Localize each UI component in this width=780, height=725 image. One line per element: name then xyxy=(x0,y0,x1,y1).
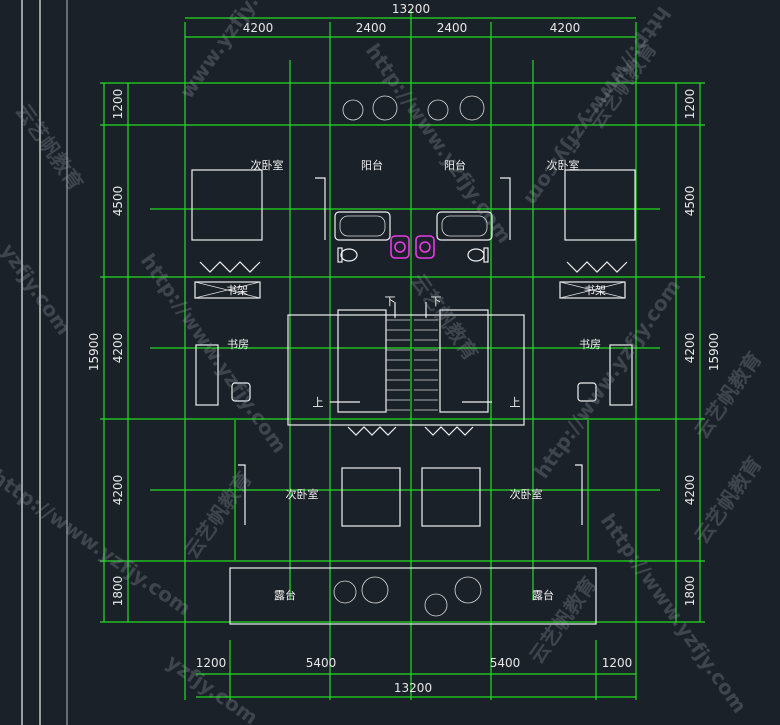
bottom-dimensions: 1200 5400 5400 1200 13200 xyxy=(196,656,633,695)
bottom-dimension-3: 5400 xyxy=(490,656,521,670)
label-bookshelf-right: 书架 xyxy=(584,284,606,297)
right-dimension-1: 1200 xyxy=(683,89,697,120)
label-study-left: 书房 xyxy=(227,338,249,351)
watermark: http://www.yzfjy.com xyxy=(136,249,292,457)
left-total-dimension: 15900 xyxy=(87,333,101,371)
stair-up-left: 上 xyxy=(313,396,324,409)
watermark: http://www.yzfjy.com xyxy=(361,39,517,247)
top-dimension-3: 2400 xyxy=(437,21,468,35)
room-labels: 次卧室 阳台 阳台 次卧室 书架 书架 书房 书房 次卧室 次卧室 露台 露台 xyxy=(226,158,606,602)
plant-icons xyxy=(333,95,485,617)
right-dimension-3: 4200 xyxy=(683,333,697,364)
right-dimensions: 15900 1200 4500 4200 4200 1800 xyxy=(683,89,721,607)
top-total-dimension: 13200 xyxy=(392,2,430,16)
left-dimension-4: 4200 xyxy=(111,475,125,506)
watermark: http://www.yzfjy.com xyxy=(596,509,752,717)
axis-grid xyxy=(100,10,705,700)
bottom-dimension-4: 1200 xyxy=(602,656,633,670)
right-dimension-2: 4500 xyxy=(683,186,697,217)
bottom-dimension-2: 5400 xyxy=(306,656,337,670)
right-dimension-5: 1800 xyxy=(683,576,697,607)
label-study-right: 书房 xyxy=(579,338,601,351)
left-dimension-3: 4200 xyxy=(111,333,125,364)
bottom-dimension-1: 1200 xyxy=(196,656,227,670)
stair-arrows xyxy=(330,302,492,403)
label-bedroom-top-left: 次卧室 xyxy=(251,158,284,172)
watermark: yzfjy.com xyxy=(0,239,76,339)
left-border-lines xyxy=(21,0,68,725)
top-dimensions: 13200 4200 2400 2400 4200 xyxy=(243,2,581,35)
right-dimension-4: 4200 xyxy=(683,475,697,506)
label-bedroom-bottom-left: 次卧室 xyxy=(286,487,319,501)
watermark: 云艺帆教育 xyxy=(524,572,601,668)
left-dimension-2: 4500 xyxy=(111,186,125,217)
top-dimension-4: 4200 xyxy=(550,21,581,35)
label-bookshelf-left: 书架 xyxy=(226,284,248,297)
magenta-fixtures xyxy=(390,235,435,259)
top-dimension-1: 4200 xyxy=(243,21,274,35)
label-bedroom-top-right: 次卧室 xyxy=(547,158,580,172)
stair-down-right: 下 xyxy=(431,295,442,308)
watermark: 云艺帆教育 xyxy=(689,452,766,548)
label-terrace-left: 露台 xyxy=(274,588,296,602)
watermark: http://www.yzfjy.com xyxy=(529,275,685,483)
watermark: 云艺帆教育 xyxy=(406,269,483,365)
label-bedroom-bottom-right: 次卧室 xyxy=(510,487,543,501)
label-balcony-right: 阳台 xyxy=(444,158,466,172)
walls xyxy=(191,169,636,625)
watermark: http://www.yzfjy.com xyxy=(0,464,195,620)
left-dimension-5: 1800 xyxy=(111,576,125,607)
left-dimensions: 15900 1200 4500 4200 4200 1800 xyxy=(87,89,125,607)
watermark: 云艺帆教育 xyxy=(689,347,766,443)
watermark: http://www.yzfjy.com xyxy=(520,2,676,210)
label-terrace-right: 露台 xyxy=(532,588,554,602)
left-dimension-1: 1200 xyxy=(111,89,125,120)
stair-up-right: 上 xyxy=(510,396,521,409)
stair-labels: 下 下 上 上 xyxy=(313,295,521,409)
label-balcony-left: 阳台 xyxy=(361,158,383,172)
right-total-dimension: 15900 xyxy=(707,333,721,371)
watermark: www.yzfjy.com xyxy=(174,0,290,103)
bottom-total-dimension: 13200 xyxy=(394,681,432,695)
stair-down-left: 下 xyxy=(385,295,396,308)
top-dimension-2: 2400 xyxy=(356,21,387,35)
